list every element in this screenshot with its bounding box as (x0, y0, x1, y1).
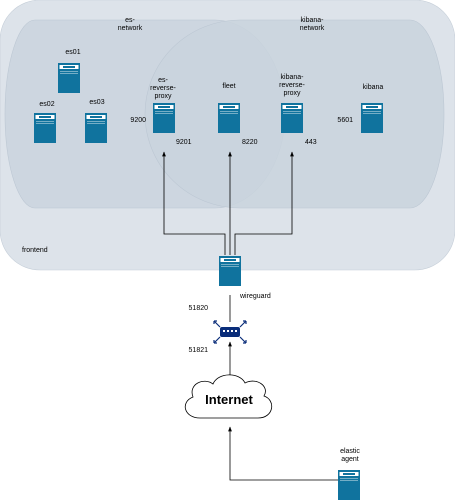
kibana-reverse-proxy-label: kibana-reverse-proxy (279, 74, 305, 97)
server-fleet: fleet 8220 (218, 83, 258, 146)
port-51821: 51821 (189, 347, 209, 354)
server-kibana-reverse-proxy: kibana-reverse-proxy 443 (279, 74, 317, 146)
link-wireguard-kibana-proxy (234, 151, 294, 255)
port-443: 443 (305, 139, 317, 146)
server-icon (153, 103, 175, 133)
connections (162, 151, 340, 481)
router-icon (213, 320, 247, 344)
server-icon (281, 103, 303, 133)
server-wireguard: wireguard 51820 (189, 256, 271, 312)
internet-label: Internet (205, 392, 253, 407)
kibana-network-label: kibana-network (300, 17, 325, 32)
router: 51821 (189, 320, 247, 354)
server-kibana: kibana 5601 (337, 84, 383, 133)
server-es-reverse-proxy: es-reverse-proxy 9200 9201 (130, 77, 191, 146)
port-5601: 5601 (337, 117, 353, 124)
server-icon (338, 470, 360, 500)
server-es02: es02 (34, 101, 56, 143)
server-icon (218, 103, 240, 133)
internet-cloud: Internet (184, 374, 272, 419)
server-icon (361, 103, 383, 133)
server-icon (58, 63, 80, 93)
es-reverse-proxy-label: es-reverse-proxy (150, 77, 176, 100)
port-8220: 8220 (242, 139, 258, 146)
server-icon (85, 113, 107, 143)
port-9201: 9201 (176, 139, 192, 146)
cloud-icon (184, 374, 272, 419)
es02-label: es02 (39, 101, 54, 108)
es-network-label: es-network (118, 17, 143, 32)
server-es03: es03 (85, 99, 107, 143)
kibana-label: kibana (363, 84, 384, 91)
es03-label: es03 (89, 99, 104, 106)
link-agent-internet (228, 426, 340, 481)
fleet-label: fleet (222, 83, 235, 90)
port-9200: 9200 (130, 117, 146, 124)
server-icon (219, 256, 241, 286)
link-wireguard-es-proxy (162, 151, 226, 255)
es01-label: es01 (65, 49, 80, 56)
frontend-label: frontend (22, 247, 48, 254)
server-es01: es01 (58, 49, 81, 93)
wireguard-label: wireguard (239, 293, 271, 300)
port-51820: 51820 (189, 305, 209, 312)
server-icon (34, 113, 56, 143)
